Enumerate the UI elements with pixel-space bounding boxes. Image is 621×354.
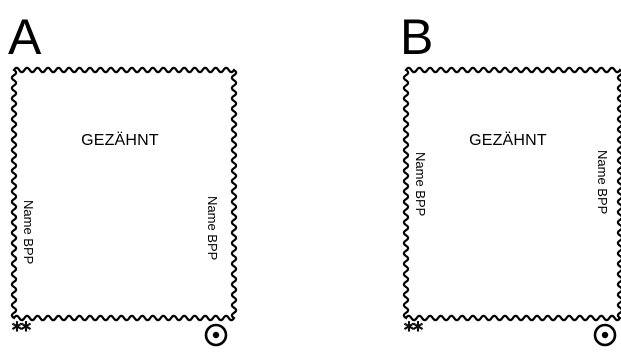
right-margin-text: Name BPP xyxy=(595,150,610,215)
left-margin-text: Name BPP xyxy=(21,200,36,265)
right-margin-text: Name BPP xyxy=(205,196,220,261)
circled-dot-icon xyxy=(204,323,228,347)
panel-letter: A xyxy=(8,9,42,65)
mint-stars: ** xyxy=(12,318,32,343)
circled-dot-icon xyxy=(593,323,617,347)
perforated-stamp-outline xyxy=(402,66,621,322)
mint-stars: ** xyxy=(404,318,424,343)
perforated-stamp-outline xyxy=(10,66,238,322)
panel-a: A GEZÄHNT Name BPP Name BPP ** xyxy=(0,0,240,354)
stamp-label: GEZÄHNT xyxy=(81,132,159,149)
stamp-label: GEZÄHNT xyxy=(469,132,547,149)
panel-b: B GEZÄHNT Name BPP Name BPP ** xyxy=(392,0,621,354)
panel-letter: B xyxy=(400,9,434,65)
left-margin-text: Name BPP xyxy=(413,152,428,217)
